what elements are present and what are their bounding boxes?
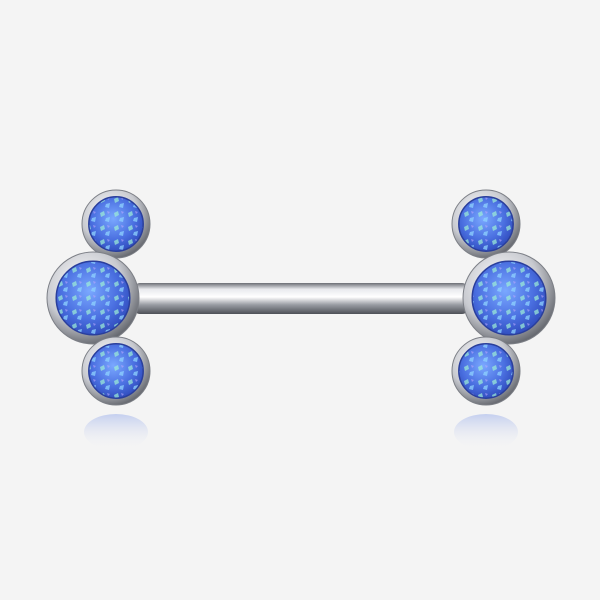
- opal-fire-right-top: [458, 196, 514, 252]
- opal-edge-right-middle: [471, 260, 547, 336]
- opal-fire-left-top: [88, 196, 144, 252]
- opal-fire-right-bottom: [458, 343, 514, 399]
- opal-fire-left-bottom: [88, 343, 144, 399]
- opal-fire-right-middle: [472, 261, 546, 335]
- opal-edge-left-top: [88, 196, 144, 252]
- opal-edge-right-top: [458, 196, 514, 252]
- opal-edge-left-bottom: [88, 343, 144, 399]
- opal-edge-right-bottom: [458, 343, 514, 399]
- opal-edge-left-middle: [55, 260, 131, 336]
- gem-reflection-left: [84, 414, 148, 450]
- gem-reflection-right: [454, 414, 518, 450]
- opal-fire-left-middle: [56, 261, 130, 335]
- barbell-shaft: [134, 283, 468, 314]
